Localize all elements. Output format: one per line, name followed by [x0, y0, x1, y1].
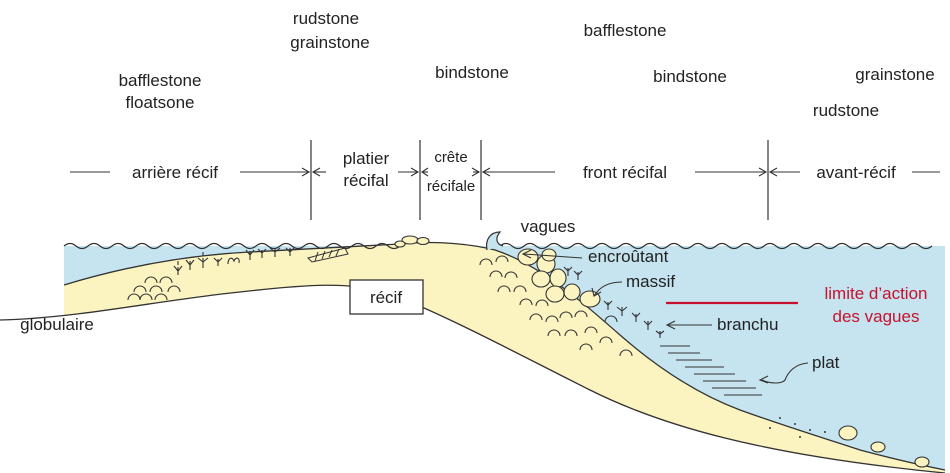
facies-avant-1: grainstone [855, 65, 934, 84]
facies-front-1: bafflestone [584, 21, 667, 40]
facies-arriere-2: floatsone [126, 93, 195, 112]
label-wave-limit-1: limite d’action [825, 284, 928, 303]
label-massif: massif [626, 272, 675, 291]
label-recif: récif [370, 288, 402, 307]
facies-avant-2: rudstone [813, 101, 879, 120]
zone-arriere-recif: arrière récif [132, 163, 218, 182]
zone-crete-2: récifale [427, 178, 475, 195]
label-plat: plat [812, 353, 840, 372]
facies-arriere-1: bafflestone [119, 71, 202, 90]
zone-avant-recif: avant-récif [816, 163, 896, 182]
zone-platier-2: récifal [343, 171, 388, 190]
label-encroutant: encroûtant [588, 247, 669, 266]
zone-platier-1: platier [343, 149, 390, 168]
facies-platier-1: rudstone [293, 9, 359, 28]
facies-front-2: bindstone [653, 67, 727, 86]
zone-front-recifal: front récifal [583, 163, 667, 182]
label-vagues: vagues [521, 217, 576, 236]
zone-crete-1: crête [434, 149, 467, 166]
label-wave-limit-2: des vagues [833, 307, 920, 326]
label-globulaire: globulaire [20, 315, 94, 334]
facies-crete: bindstone [435, 63, 509, 82]
facies-platier-2: grainstone [290, 33, 369, 52]
label-branchu: branchu [717, 315, 778, 334]
